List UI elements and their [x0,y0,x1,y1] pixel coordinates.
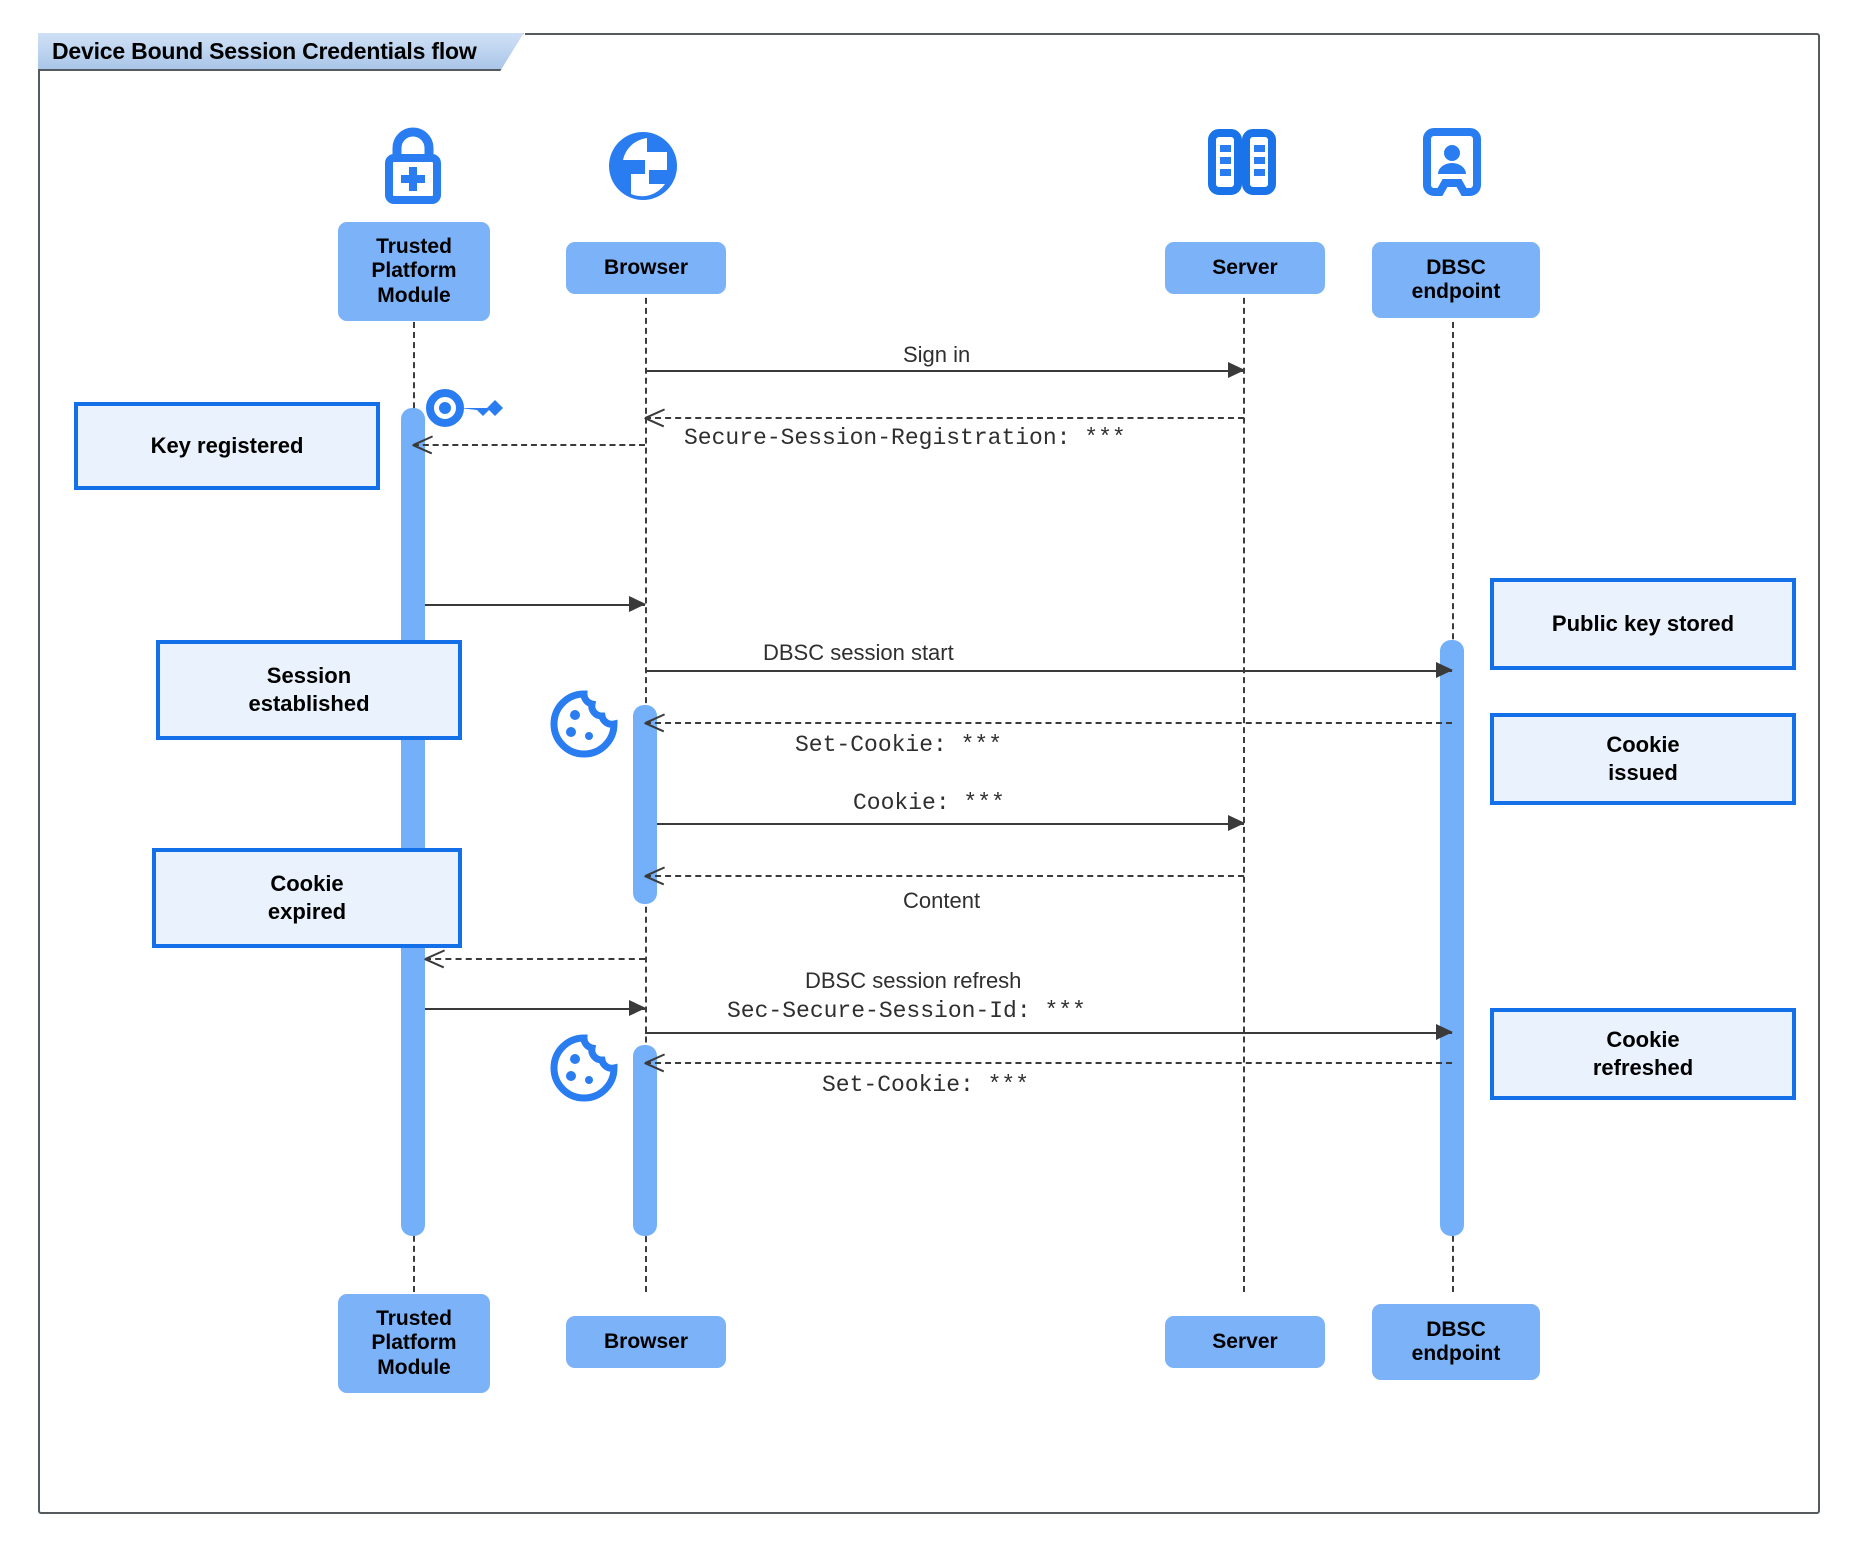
participant-server-bottom[interactable]: Server [1165,1316,1325,1368]
note-cookie-issued: Cookie issued [1490,713,1796,805]
diagram-title: Device Bound Session Credentials flow [38,31,525,73]
participant-label: DBSC endpoint [1411,1317,1501,1365]
note-label: Cookie issued [1606,731,1680,785]
participant-label: Server [1212,1329,1278,1353]
participant-browser-top[interactable]: Browser [566,242,726,294]
participant-label: Trusted Platform Module [371,234,457,307]
note-label: Session established [248,662,370,716]
activation-bar-dbsc [1440,640,1464,1236]
message-label-set-cookie-2: Set-Cookie: *** [822,1072,1030,1098]
note-label: Cookie refreshed [1592,1026,1694,1080]
participant-label: Browser [603,1329,689,1353]
note-session-established: Session established [156,640,462,740]
key-icon [425,382,505,434]
note-label: Key registered [150,432,304,458]
participant-dbsc-bottom[interactable]: DBSC endpoint [1372,1304,1540,1380]
note-cookie-expired: Cookie expired [152,848,462,948]
participant-tpm-top[interactable]: Trusted Platform Module [338,222,490,321]
note-key-registered: Key registered [74,402,380,490]
participant-tpm-bottom[interactable]: Trusted Platform Module [338,1294,490,1393]
message-label-dbsc-session-start: DBSC session start [763,640,954,665]
lock-plus-icon [367,126,459,206]
participant-label: DBSC endpoint [1411,255,1501,303]
cookie-icon [548,688,620,760]
id-badge-icon [1406,122,1498,202]
message-label-content: Content [903,888,981,913]
participant-label: Trusted Platform Module [371,1306,457,1379]
message-label-sec-secure-session-id: Sec-Secure-Session-Id: *** [727,998,1086,1024]
server-rack-icon [1196,122,1288,202]
globe-icon [597,126,689,206]
participant-browser-bottom[interactable]: Browser [566,1316,726,1368]
message-label-dbsc-session-refresh: DBSC session refresh [805,968,1022,993]
note-label: Cookie expired [267,870,347,924]
note-label: Public key stored [1551,610,1735,636]
participant-label: Browser [603,255,689,279]
activation-bar-browser-2 [633,1045,657,1236]
note-public-key-stored: Public key stored [1490,578,1796,670]
message-label-cookie: Cookie: *** [853,790,1005,816]
cookie-icon [548,1032,620,1104]
participant-dbsc-top[interactable]: DBSC endpoint [1372,242,1540,318]
participant-server-top[interactable]: Server [1165,242,1325,294]
message-label-sign-in: Sign in [903,342,971,367]
activation-bar-tpm [401,408,425,1236]
lifeline-server [1243,248,1245,1292]
message-label-secure-session-registration: Secure-Session-Registration: *** [684,425,1126,451]
message-label-set-cookie-1: Set-Cookie: *** [795,732,1003,758]
note-cookie-refreshed: Cookie refreshed [1490,1008,1796,1100]
participant-label: Server [1212,255,1278,279]
